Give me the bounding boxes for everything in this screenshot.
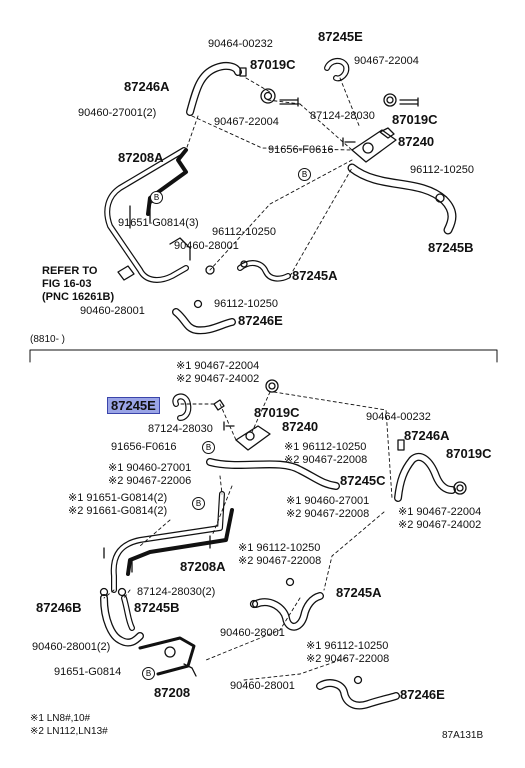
label-90460-28001-b[interactable]: 90460-28001 — [80, 305, 145, 317]
label-87124-28030[interactable]: 87124-28030 — [310, 110, 375, 122]
section-header: (8810- ) — [30, 334, 66, 345]
label-87124-28030-2[interactable]: 87124-28030(2) — [137, 586, 216, 598]
section-bracket — [29, 349, 498, 363]
label-n1-96112-10250-c[interactable]: ※1 96112-10250 — [306, 640, 389, 652]
label-96112-10250-a[interactable]: 96112-10250 — [410, 164, 475, 176]
label-n1-90460-27001[interactable]: ※1 90460-27001 — [108, 462, 192, 474]
refer-line-3: (PNC 16261B) — [42, 291, 115, 303]
label-90460-28001-c[interactable]: 90460-28001 — [230, 680, 295, 692]
label-87245E-highlighted[interactable]: 87245E — [107, 397, 160, 414]
clamp-87019C-b — [383, 93, 397, 107]
label-n1-96112-10250[interactable]: ※1 96112-10250 — [284, 441, 367, 453]
label-96112-10250-c[interactable]: 96112-10250 — [214, 298, 279, 310]
label-n1-90467-22004[interactable]: ※1 90467-22004 — [176, 360, 260, 372]
label-n2-90467-22006[interactable]: ※2 90467-22006 — [108, 475, 192, 487]
label-n1-96112-10250-b[interactable]: ※1 96112-10250 — [238, 542, 321, 554]
pipe-87208 — [138, 636, 196, 676]
badge-b-icon: B — [202, 441, 215, 454]
label-90460-28001-a[interactable]: 90460-28001 — [174, 240, 239, 252]
label-96112-10250-b[interactable]: 96112-10250 — [212, 226, 277, 238]
label-n1-90460-27001-b[interactable]: ※1 90460-27001 — [286, 495, 370, 507]
label-n2-90467-24002[interactable]: ※2 90467-24002 — [176, 373, 260, 385]
label-87240[interactable]: 87240 — [398, 134, 435, 149]
label-91656-F0616[interactable]: 91656-F0616 — [268, 144, 334, 156]
footnote-2: ※2 LN112,LN13# — [30, 726, 108, 737]
figure-code: 87A131B — [442, 730, 484, 741]
valve-87240-top — [351, 129, 397, 163]
label-87019C-bottom-b[interactable]: 87019C — [446, 446, 492, 461]
label-n2-91661-G0814-2[interactable]: ※2 91661-G0814(2) — [68, 505, 168, 517]
label-87246E[interactable]: 87246E — [238, 313, 283, 328]
label-91651-G0814[interactable]: 91651-G0814 — [54, 666, 122, 678]
label-91656-F0616-bottom[interactable]: 91656-F0616 — [111, 441, 177, 453]
label-91651-G0814-3[interactable]: 91651-G0814(3) — [118, 217, 199, 229]
clamp-87019C-bottom-b — [453, 481, 467, 495]
label-87245B-bottom[interactable]: 87245B — [134, 600, 180, 615]
label-n1-91651-G0814-2[interactable]: ※1 91651-G0814(2) — [68, 492, 168, 504]
label-n1-90467-22004-right[interactable]: ※1 90467-22004 — [398, 506, 482, 518]
label-87019C-b[interactable]: 87019C — [392, 112, 438, 127]
label-90460-27001-2[interactable]: 90460-27001(2) — [78, 107, 157, 119]
label-90467-22004-a[interactable]: 90467-22004 — [354, 55, 419, 67]
hose-87246E-bottom — [316, 679, 400, 710]
label-87245B[interactable]: 87245B — [428, 240, 474, 255]
clamp-87019C-bottom-a — [265, 379, 279, 393]
badge-b-icon: B — [298, 168, 311, 181]
label-87245E[interactable]: 87245E — [318, 29, 363, 44]
hose-87246A-bottom — [394, 452, 456, 502]
valve-87240-bottom — [235, 425, 271, 451]
label-n2-90467-22008-d[interactable]: ※2 90467-22008 — [306, 653, 390, 665]
bolt-90464 — [239, 67, 247, 77]
label-87245A-bottom[interactable]: 87245A — [336, 585, 382, 600]
badge-b-icon: B — [192, 497, 205, 510]
label-87019C-bottom-a[interactable]: 87019C — [254, 405, 300, 420]
footnote-1: ※1 LN8#,10# — [30, 713, 91, 724]
label-n2-90467-24002-right[interactable]: ※2 90467-24002 — [398, 519, 482, 531]
clamp-87019C-a — [260, 88, 276, 104]
label-87240-bottom[interactable]: 87240 — [282, 419, 319, 434]
refer-line-2[interactable]: FIG 16-03 — [42, 278, 92, 290]
label-87019C-a[interactable]: 87019C — [250, 57, 296, 72]
label-87246E-bottom[interactable]: 87246E — [400, 687, 445, 702]
label-90460-28001-bottom[interactable]: 90460-28001 — [220, 627, 285, 639]
label-90464-00232[interactable]: 90464-00232 — [208, 38, 273, 50]
label-90460-28001-2[interactable]: 90460-28001(2) — [32, 641, 111, 653]
label-90467-22004-b[interactable]: 90467-22004 — [214, 116, 279, 128]
label-87124-28030-bottom[interactable]: 87124-28030 — [148, 423, 213, 435]
label-n2-90467-22008-c[interactable]: ※2 90467-22008 — [238, 555, 322, 567]
label-87208A-bottom[interactable]: 87208A — [180, 559, 226, 574]
label-87245A[interactable]: 87245A — [292, 268, 338, 283]
label-87246A[interactable]: 87246A — [124, 79, 170, 94]
label-87208A[interactable]: 87208A — [118, 150, 164, 165]
label-87246B[interactable]: 87246B — [36, 600, 82, 615]
label-90464-00232-bottom[interactable]: 90464-00232 — [366, 411, 431, 423]
label-n2-90467-22008-b[interactable]: ※2 90467-22008 — [286, 508, 370, 520]
badge-b-icon: B — [142, 667, 155, 680]
label-87246A-bottom[interactable]: 87246A — [404, 428, 450, 443]
label-n2-90467-22008[interactable]: ※2 90467-22008 — [284, 454, 368, 466]
badge-b-icon: B — [150, 191, 163, 204]
label-87245C[interactable]: 87245C — [340, 473, 386, 488]
label-87208[interactable]: 87208 — [154, 685, 191, 700]
refer-line-1: REFER TO — [42, 265, 98, 277]
